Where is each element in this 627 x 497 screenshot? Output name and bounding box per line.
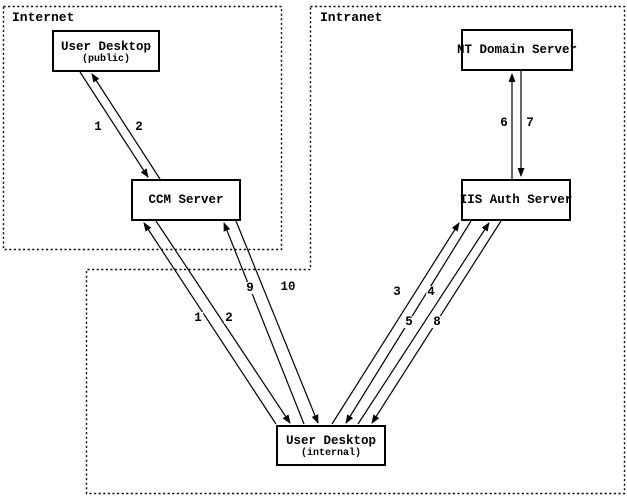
edge-public-to-ccm-1 bbox=[79, 71, 149, 178]
edge-ccm-to-internal-2 bbox=[155, 220, 291, 424]
edge-label-1-internal: 1 bbox=[193, 311, 203, 325]
edge-label-7: 7 bbox=[525, 116, 535, 130]
node-user-desktop-public: User Desktop (public) bbox=[52, 30, 160, 72]
edge-label-9: 9 bbox=[245, 281, 255, 295]
node-nt-domain-server: NT Domain Server bbox=[457, 29, 577, 71]
node-title: IIS Auth Server bbox=[459, 192, 573, 207]
edge-ccm-to-internal-10 bbox=[235, 220, 319, 424]
edge-label-2-public: 2 bbox=[134, 120, 144, 134]
edge-ccm-to-public-2 bbox=[91, 73, 161, 180]
edge-internal-to-ccm-9 bbox=[223, 222, 305, 425]
node-subtitle: (public) bbox=[81, 54, 130, 65]
edge-label-1-public: 1 bbox=[93, 120, 103, 134]
edge-label-2-internal: 2 bbox=[224, 311, 234, 325]
node-user-desktop-internal: User Desktop (internal) bbox=[276, 425, 386, 466]
edge-label-3: 3 bbox=[392, 285, 402, 299]
node-title: User Desktop bbox=[285, 434, 376, 448]
internet-zone-label: Internet bbox=[12, 10, 75, 25]
edge-lines bbox=[79, 71, 525, 425]
edge-label-4: 4 bbox=[426, 285, 436, 299]
internet-zone-border bbox=[2, 5, 283, 251]
edge-internal-to-iis-5 bbox=[357, 222, 490, 425]
node-title: User Desktop bbox=[60, 40, 151, 54]
edge-label-10: 10 bbox=[279, 280, 297, 294]
edge-label-8: 8 bbox=[432, 315, 442, 329]
node-title: NT Domain Server bbox=[456, 42, 578, 57]
node-ccm-server: CCM Server bbox=[131, 179, 241, 221]
edge-internal-to-iis-3 bbox=[331, 222, 460, 425]
node-subtitle: (internal) bbox=[300, 448, 361, 459]
edge-internal-to-ccm-1 bbox=[143, 222, 277, 425]
edge-label-5: 5 bbox=[404, 315, 414, 329]
intranet-zone-border bbox=[85, 5, 626, 495]
intranet-zone-label: Intranet bbox=[320, 10, 383, 25]
node-title: CCM Server bbox=[148, 192, 224, 207]
edge-label-6: 6 bbox=[499, 116, 509, 130]
node-iis-auth-server: IIS Auth Server bbox=[459, 179, 573, 221]
